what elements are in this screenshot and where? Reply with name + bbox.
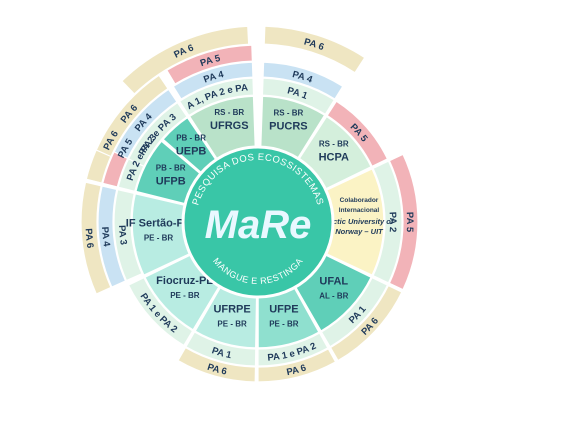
institution-region: PB - BR bbox=[176, 134, 206, 143]
international-line-3: Arctic University of bbox=[324, 217, 395, 226]
band-pa2-right-label-text: PA 2 bbox=[387, 212, 398, 233]
institution-name: UFAL bbox=[319, 275, 348, 287]
band-pa6-uepb bbox=[95, 74, 169, 158]
institution-pucrs: RS - BR PUCRS bbox=[269, 109, 308, 133]
band-pa4-ifsertao-label: PA 4 bbox=[99, 227, 112, 249]
band-pa6-top-right bbox=[263, 25, 366, 74]
logo-mare: MaRe bbox=[205, 203, 312, 247]
institution-name: UFRGS bbox=[210, 120, 249, 132]
center-logo-ring bbox=[181, 145, 335, 299]
institution-ufrpe: PE - BR UFRPE bbox=[213, 304, 250, 329]
institution-region: AL - BR bbox=[319, 291, 348, 300]
institution-region: PE - BR bbox=[217, 320, 247, 329]
institution-name: PUCRS bbox=[269, 121, 308, 133]
band-pa5-top-left bbox=[166, 44, 254, 85]
institution-ufrgs: RS - BR UFRGS bbox=[210, 108, 249, 132]
international-line-4: Norway – UIT bbox=[335, 227, 384, 236]
center-logo-disc bbox=[183, 147, 333, 297]
band-pa2-right-label: PA 2 bbox=[387, 212, 398, 233]
band-pa6-ufal bbox=[329, 284, 403, 362]
institution-region: PE - BR bbox=[170, 291, 200, 300]
band-pa6-ufpe-label: PA 6 bbox=[286, 363, 308, 379]
band-pa6-ifsertao-label: PA 6 bbox=[83, 228, 96, 249]
band-pa6-ufpe bbox=[257, 348, 337, 383]
band-pa6-top-left bbox=[121, 25, 250, 95]
band-pa1-top-right bbox=[261, 77, 336, 116]
band-pa4-top-right bbox=[262, 61, 344, 100]
institution-ufal: AL - BR UFAL bbox=[319, 275, 348, 300]
institution-region: PB - BR bbox=[156, 164, 186, 173]
band-pa12-fiocruz bbox=[127, 276, 194, 347]
international-line-1: Colaborador bbox=[340, 197, 379, 204]
band-pa5-right-label: PA 5 bbox=[404, 212, 415, 234]
band-pa6-ifsertao-label-text: PA 6 bbox=[83, 228, 96, 249]
band-pa6-ufpe-label-text: PA 6 bbox=[286, 363, 308, 379]
band-pa4-ifsertao bbox=[97, 185, 127, 288]
band-pa1-ufrpe bbox=[185, 331, 257, 367]
institution-region: RS - BR bbox=[274, 109, 304, 118]
band-pa123-top-left bbox=[178, 77, 255, 117]
band-pa3-ifsertao-label: PA 3 bbox=[116, 225, 129, 246]
band-pa1-ufal bbox=[320, 276, 389, 348]
band-pa6-ifsertao bbox=[80, 181, 112, 295]
institution-fiocruz-pe: PE - BR Fiocruz-PE bbox=[156, 275, 213, 300]
institution-name: UFRPE bbox=[213, 304, 250, 316]
institution-hcpa: RS - BR HCPA bbox=[319, 140, 349, 164]
institution-name: Fiocruz-PE bbox=[156, 275, 213, 287]
band-pa5-right-label-text: PA 5 bbox=[404, 212, 415, 234]
band-pa2-right bbox=[372, 160, 403, 284]
band-pa23-uepb bbox=[127, 101, 188, 168]
band-pa3-ifsertao-label-text: PA 3 bbox=[116, 225, 129, 246]
band-pa12-ufpe bbox=[257, 332, 329, 367]
institution-name: UEPB bbox=[176, 146, 207, 158]
band-pa6-ufrpe bbox=[177, 346, 257, 383]
band-pa4-top-left bbox=[172, 61, 254, 100]
band-pa4-ifsertao-label-text: PA 4 bbox=[99, 227, 112, 249]
band-pa5-hcpa bbox=[326, 100, 389, 168]
institution-region: RS - BR bbox=[319, 140, 349, 149]
band-pa5-right bbox=[388, 153, 419, 291]
institution-name: UFPB bbox=[156, 176, 186, 188]
institution-region: PE - BR bbox=[269, 320, 299, 329]
institution-if-sertao-pe: PE - BR IF Sertão-PE bbox=[126, 218, 191, 243]
institution-region: PE - BR bbox=[144, 234, 174, 243]
institution-name: IF Sertão-PE bbox=[126, 218, 191, 230]
international-line-2: Internacional bbox=[339, 207, 380, 214]
institution-ufpe: PE - BR UFPE bbox=[269, 304, 299, 329]
band-pa3-ifsertao bbox=[113, 188, 143, 282]
institution-name: HCPA bbox=[319, 152, 349, 164]
institution-uepb: PB - BR UEPB bbox=[176, 134, 207, 158]
institution-name: UFPE bbox=[269, 304, 298, 316]
institution-region: RS - BR bbox=[214, 108, 244, 117]
institution-ufpb: PB - BR UFPB bbox=[156, 164, 186, 188]
band-pa4-uepb bbox=[113, 88, 178, 160]
